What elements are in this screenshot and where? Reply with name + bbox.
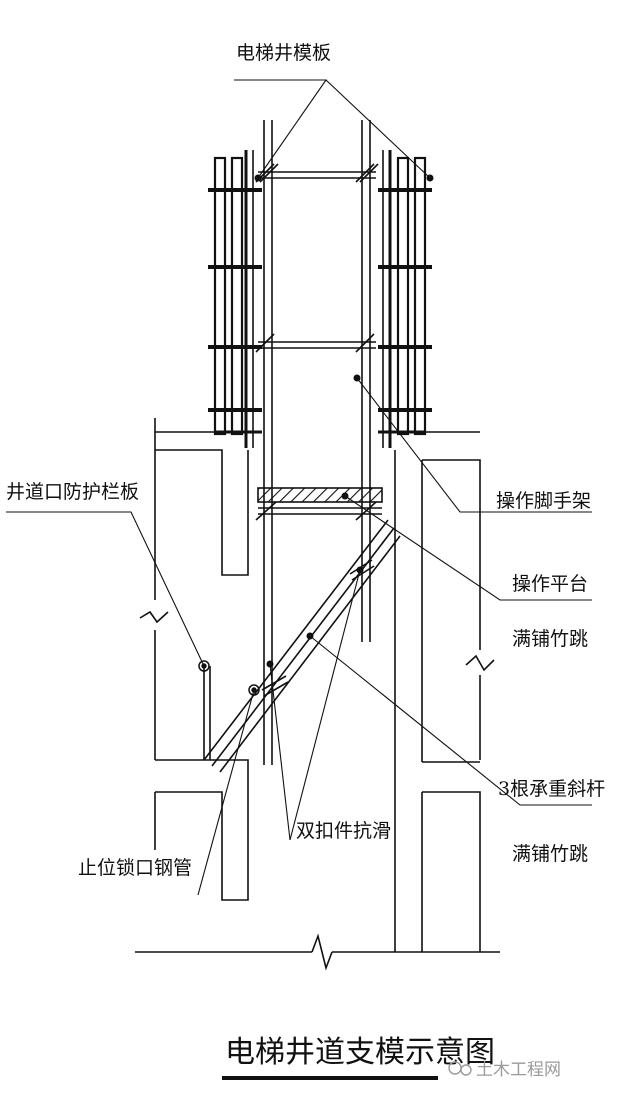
watermark: 土木工程网 — [448, 1060, 561, 1080]
label-bamboo-1: 满铺竹跳 — [512, 628, 588, 650]
watermark-text: 土木工程网 — [476, 1060, 561, 1080]
right-wall — [394, 431, 495, 952]
label-diagonal-poles: 3根承重斜杆 — [498, 778, 605, 800]
label-platform: 操作平台 — [512, 573, 588, 595]
operating-platform-board — [257, 487, 383, 503]
label-formwork: 电梯井模板 — [236, 42, 331, 64]
diagonal-load-poles — [203, 519, 401, 773]
formwork-left — [208, 150, 262, 448]
label-bamboo-2: 满铺竹跳 — [512, 843, 588, 865]
label-scaffold: 操作脚手架 — [496, 490, 591, 512]
left-wall — [139, 418, 249, 901]
label-lock-pipe: 止位锁口钢管 — [78, 857, 192, 879]
formwork-right — [378, 150, 432, 448]
anchor-dots — [198, 174, 434, 696]
ground-line — [135, 933, 500, 971]
label-guard-board: 井道口防护栏板 — [6, 481, 139, 503]
leader-lines — [6, 79, 592, 896]
label-double-fastener: 双扣件抗滑 — [296, 820, 391, 842]
diagram-title: 电梯井道支模示意图 — [225, 1035, 495, 1070]
